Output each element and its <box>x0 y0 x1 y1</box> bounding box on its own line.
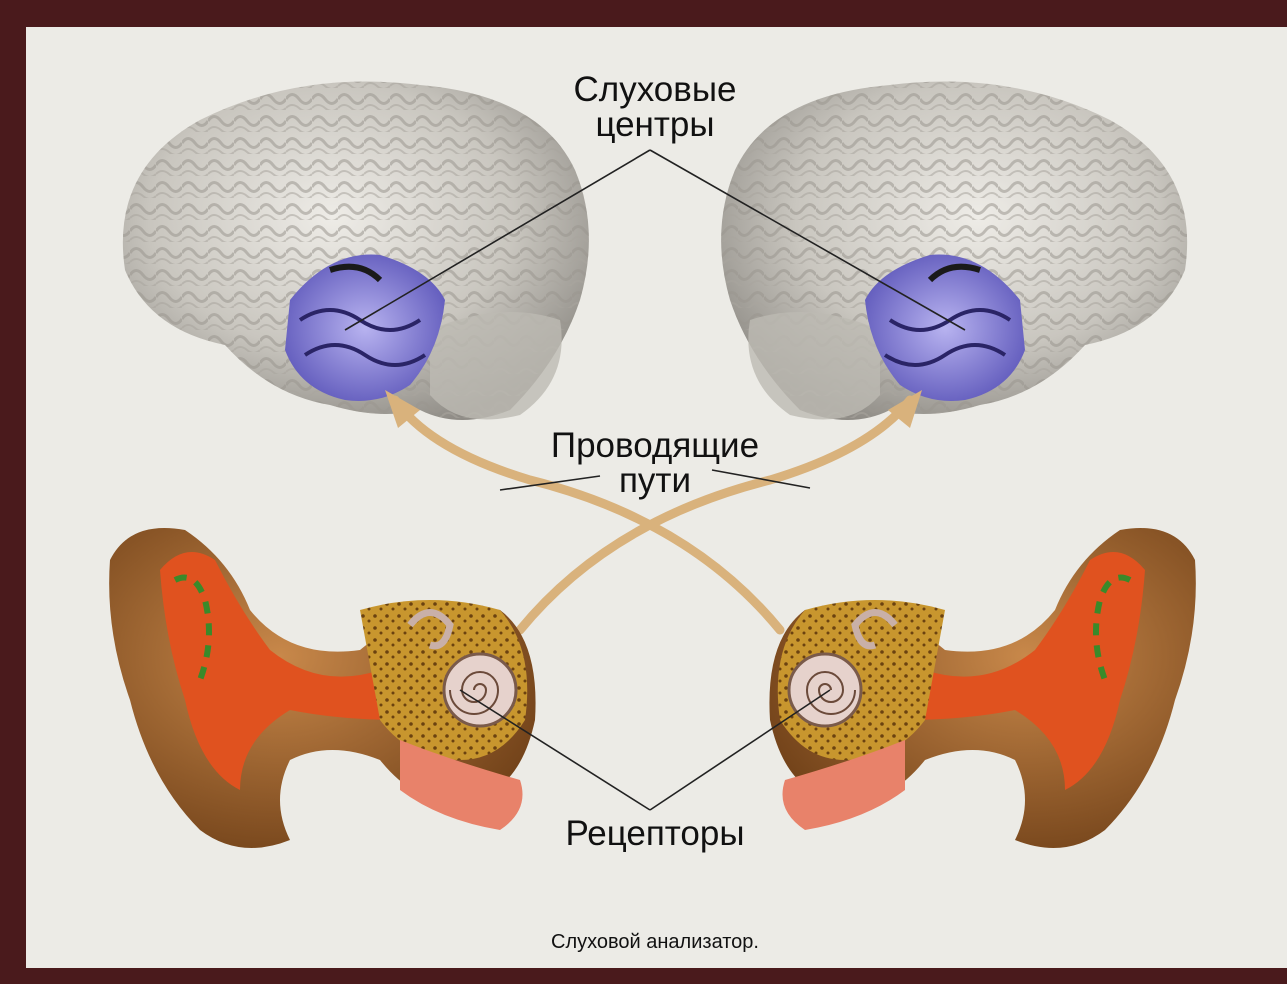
left-ear <box>109 528 535 848</box>
left-cochlea <box>444 654 516 726</box>
right-brain <box>721 82 1187 420</box>
label-auditory-centers: Слуховые центры <box>540 72 770 142</box>
left-cerebellum <box>430 312 562 420</box>
right-cerebellum <box>748 312 880 420</box>
label-auditory-centers-line1: Слуховые <box>540 72 770 107</box>
label-auditory-centers-line2: центры <box>540 107 770 142</box>
left-brain <box>123 82 589 420</box>
label-pathways-line1: Проводящие <box>520 428 790 463</box>
label-pathways: Проводящие пути <box>520 428 790 498</box>
caption: Слуховой анализатор. <box>480 932 830 952</box>
label-pathways-line2: пути <box>520 463 790 498</box>
right-ear <box>769 528 1195 848</box>
right-cochlea <box>789 654 861 726</box>
label-receptors: Рецепторы <box>535 816 775 851</box>
